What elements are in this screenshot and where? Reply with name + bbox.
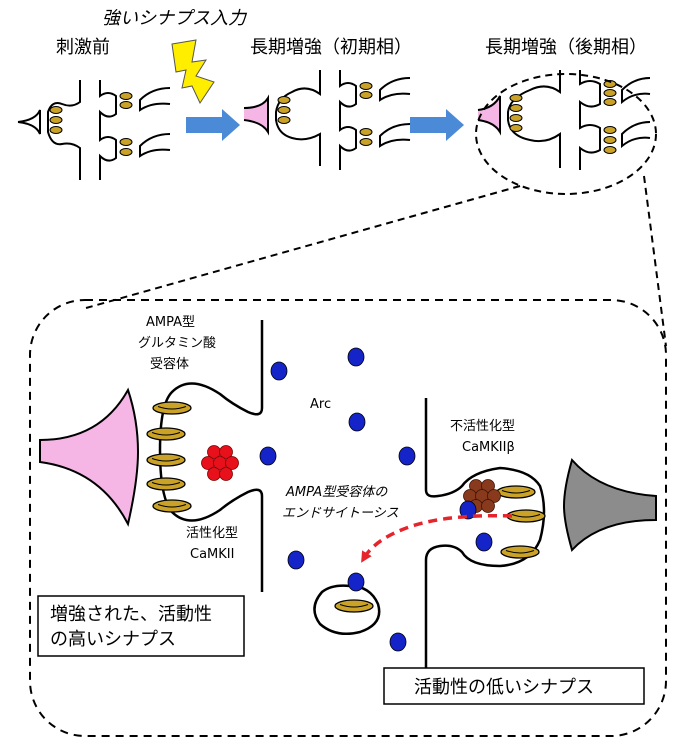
- endocytic-vesicle: [313, 584, 381, 635]
- lightning-bolt-icon: [171, 39, 215, 105]
- weak-presynaptic-terminal: [562, 457, 657, 552]
- potentiated-synapse-label-line2: の高いシナプス: [50, 629, 176, 650]
- ampa-label-line3: 受容体: [150, 356, 189, 372]
- inactive-camkii-cluster: [463, 479, 501, 513]
- stage-before-label: 刺激前: [56, 37, 110, 58]
- zoom-guide-left: [85, 185, 521, 309]
- potentiated-synapse-box: [37, 595, 245, 657]
- inactive-camkii-label-line2: CaMKIIβ: [462, 440, 515, 455]
- arc-particles: [259, 347, 493, 652]
- arc-label: Arc: [310, 397, 331, 412]
- stage-early-label: 長期増強（初期相）: [250, 37, 412, 58]
- potentiated-spine-membrane: [158, 320, 264, 592]
- synapse-group-early: [243, 70, 411, 170]
- endocytosis-label-line2: エンドサイトーシス: [282, 506, 399, 521]
- weak-synapse-label: 活動性の低いシナプス: [414, 677, 594, 698]
- active-camkii-label-line1: 活性化型: [186, 526, 238, 541]
- ampa-label-line2: グルタミン酸: [138, 336, 216, 351]
- progress-arrow-1: [186, 109, 240, 141]
- potentiated-presynaptic-terminal: [39, 387, 140, 527]
- ampa-label-line1: AMPA型: [146, 315, 195, 330]
- progress-arrow-2: [410, 109, 464, 141]
- zoom-ellipse: [475, 73, 657, 195]
- endocytosis-label-line1: AMPA型受容体の: [285, 484, 388, 500]
- weak-synapse-box: [383, 667, 645, 705]
- inactive-camkii-label-line1: 不活性化型: [450, 419, 515, 434]
- synapse-group-late: [477, 70, 651, 170]
- potentiated-synapse-label-line1: 増強された、活動性: [50, 604, 212, 625]
- stimulus-label: 強いシナプス入力: [102, 8, 248, 29]
- endocytosis-arrow: [361, 513, 513, 563]
- synapse-group-before: [17, 80, 171, 180]
- active-camkii-cluster: [201, 445, 239, 481]
- zoom-guide-right: [643, 175, 667, 347]
- weak-spine-membrane: [424, 398, 546, 680]
- stage-late-label: 長期増強（後期相）: [485, 37, 647, 58]
- active-camkii-label-line2: CaMKII: [190, 547, 234, 562]
- detail-panel: [29, 299, 667, 737]
